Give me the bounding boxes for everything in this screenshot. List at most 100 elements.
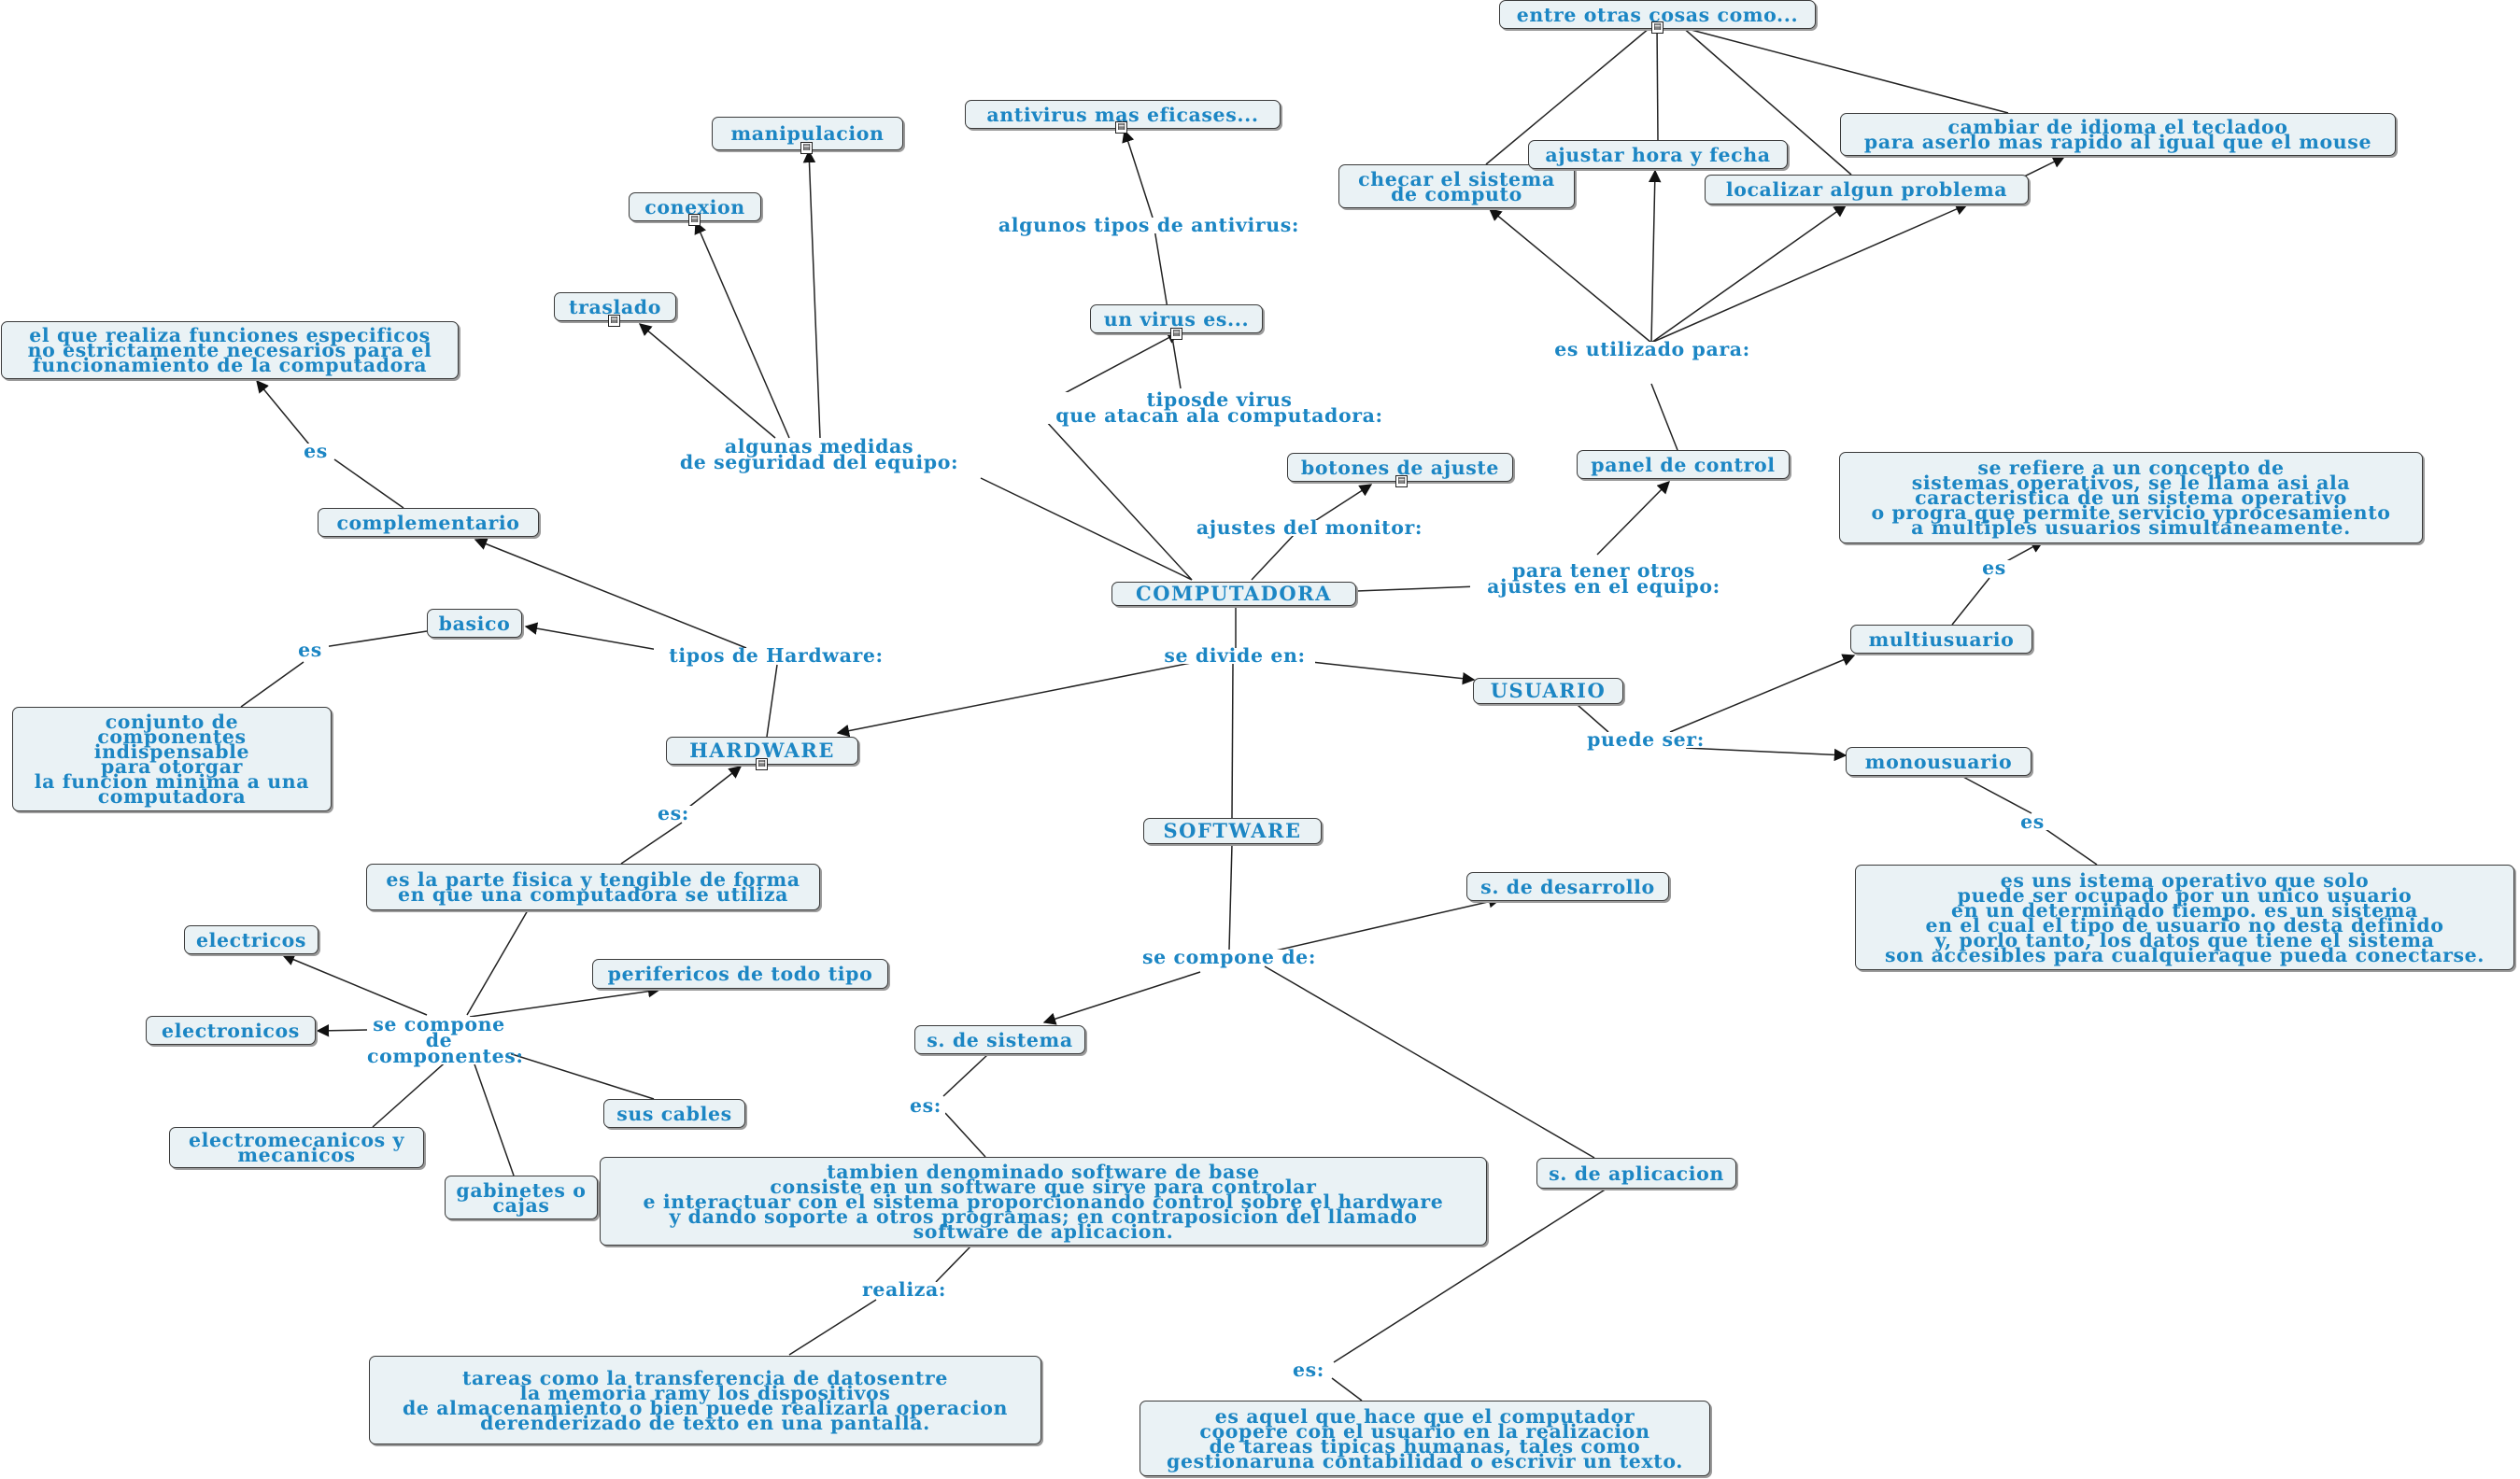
connector-arrow — [836, 661, 1196, 738]
node-gabinetes[interactable]: gabinetes o cajas — [445, 1176, 598, 1219]
node-ajustar-hora[interactable]: ajustar hora y fecha — [1528, 140, 1788, 169]
connector-arrow — [694, 220, 790, 439]
node-electronicos[interactable]: electronicos — [146, 1016, 316, 1045]
connector-line — [317, 630, 428, 649]
phrase-es-hardware[interactable]: es: — [654, 804, 693, 823]
resource-icon[interactable]: ▤ — [1170, 328, 1182, 340]
node-traslado[interactable]: traslado — [554, 292, 676, 321]
connector-line — [944, 1112, 986, 1158]
phrase-ajustes-monitor[interactable]: ajustes del monitor: — [1184, 518, 1435, 537]
connector-arrow — [1596, 481, 1670, 556]
connector-line — [333, 458, 404, 509]
resource-icon[interactable]: ▤ — [1395, 475, 1408, 487]
connector-arrow — [1275, 895, 1502, 951]
phrase-tipos-antivirus[interactable]: algunos tipos de antivirus: — [980, 216, 1318, 234]
connector-line — [1577, 704, 1609, 733]
phrase-es-complementario[interactable]: es — [297, 442, 334, 460]
phrase-realiza[interactable]: realiza: — [854, 1280, 955, 1299]
node-software[interactable]: SOFTWARE — [1143, 818, 1322, 844]
resource-icon[interactable]: ▤ — [1651, 21, 1663, 34]
phrase-compone-software[interactable]: se compone de: — [1134, 948, 1324, 966]
connector-arrow — [474, 538, 747, 649]
node-multiusuario[interactable]: multiusuario — [1850, 625, 2032, 654]
node-basico[interactable]: basico — [427, 609, 522, 638]
node-computadora[interactable]: COMPUTADORA — [1111, 582, 1356, 606]
connector-line — [1034, 408, 1193, 581]
connector-arrow — [469, 985, 661, 1018]
node-s-aplicacion[interactable]: s. de aplicacion — [1536, 1158, 1736, 1189]
phrase-es-basico[interactable]: es — [291, 641, 329, 659]
connector-line — [1231, 663, 1234, 819]
connector-line — [1961, 775, 2032, 814]
node-panel-control[interactable]: panel de control — [1577, 450, 1790, 479]
resource-icon[interactable]: ▤ — [756, 758, 768, 770]
phrase-tipos-virus[interactable]: tiposde virus que atacan ala computadora… — [1007, 390, 1432, 425]
phrase-es-multiusuario[interactable]: es — [1975, 558, 2013, 577]
connector-line — [240, 661, 304, 708]
connector-line — [1355, 585, 1479, 592]
node-perifericos[interactable]: perifericos de todo tipo — [592, 959, 888, 989]
connector-line — [1951, 577, 1990, 626]
connector-arrow — [1648, 169, 1662, 344]
node-conexion[interactable]: conexion — [629, 192, 761, 221]
node-complementario-desc[interactable]: el que realiza funciones especificos no … — [1, 321, 459, 379]
phrase-es-aplicacion[interactable]: es: — [1289, 1360, 1328, 1379]
node-s-sistema-desc[interactable]: tambien denominado software de base cons… — [600, 1157, 1487, 1246]
connector-line — [466, 1042, 515, 1176]
node-usuario[interactable]: USUARIO — [1473, 678, 1623, 704]
phrase-compone-componentes[interactable]: se compone de componentes: — [367, 1013, 524, 1067]
node-cambiar-idioma[interactable]: cambiar de idioma el tecladoo para aserl… — [1840, 113, 2396, 156]
connector-arrow — [1042, 971, 1201, 1025]
node-electromecanicos[interactable]: electromecanicos y mecanicos — [169, 1127, 424, 1168]
node-localizar-problema[interactable]: localizar algun problema — [1705, 175, 2029, 204]
phrase-medidas-seguridad[interactable]: algunas medidas de seguridad del equipo: — [674, 437, 964, 472]
connector-line — [766, 664, 778, 738]
phrase-tipos-hardware[interactable]: tipos de Hardware: — [654, 646, 899, 665]
connector-arrow — [1488, 208, 1652, 344]
node-hardware[interactable]: HARDWARE — [666, 737, 858, 765]
connector-line — [620, 822, 683, 865]
connector-line — [980, 477, 1193, 581]
connector-arrow — [1669, 654, 1856, 733]
connector-arrow — [256, 379, 315, 451]
phrase-es-sistema[interactable]: es: — [906, 1096, 945, 1115]
connector-line — [1683, 27, 2009, 114]
connector-line — [1152, 217, 1182, 389]
resource-icon[interactable]: ▤ — [688, 214, 701, 226]
phrase-divide-en[interactable]: se divide en: — [1154, 646, 1315, 665]
phrase-utilizado-para[interactable]: es utilizado para: — [1537, 340, 1767, 359]
connector-line — [788, 1299, 877, 1356]
connector-line — [1333, 1188, 1607, 1363]
node-monousuario[interactable]: monousuario — [1846, 747, 2032, 776]
node-parte-fisica[interactable]: es la parte fisica y tengible de forma e… — [366, 864, 820, 910]
phrase-puede-ser[interactable]: puede ser: — [1580, 730, 1711, 749]
resource-icon[interactable]: ▤ — [800, 142, 813, 154]
phrase-es-monousuario[interactable]: es — [2014, 812, 2051, 831]
node-checar-sistema[interactable]: checar el sistema de computo — [1338, 164, 1575, 208]
node-tareas[interactable]: tareas como la transferencia de datosent… — [369, 1356, 1041, 1444]
resource-icon[interactable]: ▤ — [1115, 121, 1127, 134]
connector-arrow — [1650, 204, 1848, 344]
connector-arrow — [316, 1024, 368, 1037]
node-complementario[interactable]: complementario — [318, 508, 539, 537]
connector-line — [1264, 965, 1595, 1159]
node-sus-cables[interactable]: sus cables — [603, 1099, 745, 1128]
node-s-sistema[interactable]: s. de sistema — [914, 1025, 1085, 1054]
node-basico-desc[interactable]: conjunto de componentes indispensable pa… — [12, 707, 332, 811]
node-s-desarrollo[interactable]: s. de desarrollo — [1466, 872, 1669, 901]
phrase-otros-ajustes[interactable]: para tener otros ajustes en el equipo: — [1470, 561, 1737, 596]
connector-arrow — [1650, 203, 1969, 344]
connector-line — [935, 1245, 972, 1283]
connector-line — [1485, 22, 1656, 165]
node-multiusuario-desc[interactable]: se refiere a un concepto de sistemas ope… — [1839, 452, 2423, 543]
connector-arrow — [524, 622, 670, 653]
connector-arrow — [1310, 661, 1476, 685]
node-electricos[interactable]: electricos — [184, 925, 319, 954]
connector-arrow — [1122, 129, 1154, 218]
resource-icon[interactable]: ▤ — [608, 315, 620, 327]
node-aplicacion-desc[interactable]: es aquel que hace que el computador coop… — [1140, 1401, 1710, 1476]
connector-arrow — [688, 766, 743, 808]
node-monousuario-desc[interactable]: es uns istema operativo que solo puede s… — [1855, 865, 2514, 970]
